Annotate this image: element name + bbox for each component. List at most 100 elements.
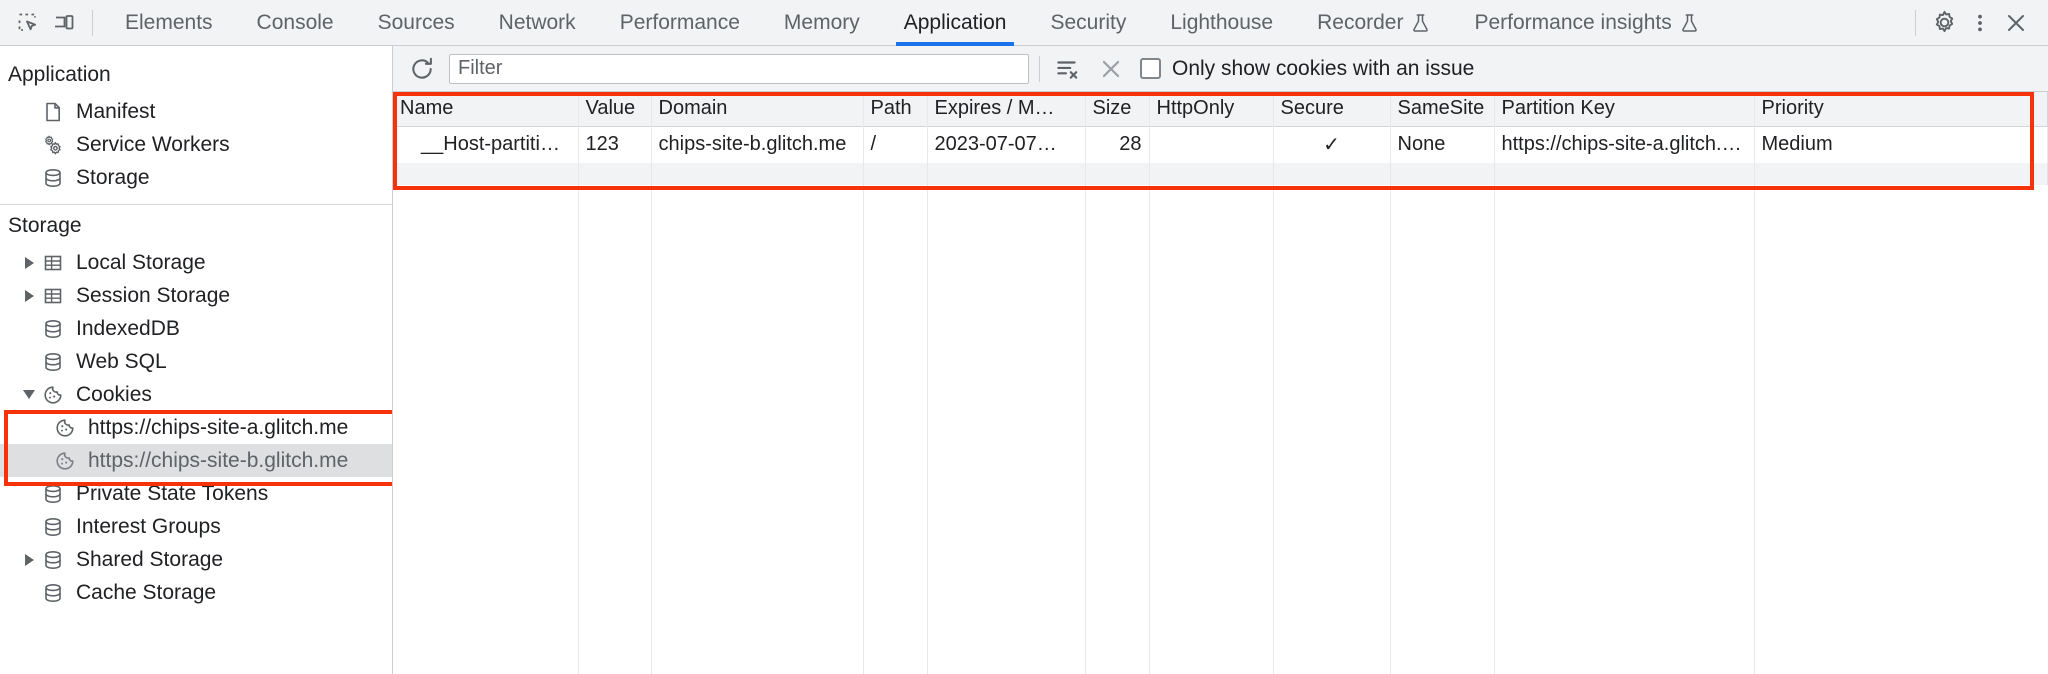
column-header-expires[interactable]: Expires / M… [927,92,1086,127]
flask-experiment-icon [1411,13,1430,33]
sidebar-item-manifest[interactable]: Manifest [0,95,392,128]
tab-elements[interactable]: Elements [103,0,235,46]
gears-icon [40,132,66,158]
filter-input[interactable] [449,53,1029,84]
chevron-right-icon[interactable] [20,256,38,269]
sidebar-item-label: Session Storage [76,284,231,307]
cell-size[interactable]: 28 [1085,126,1150,163]
cell-secure[interactable]: ✓ [1273,126,1391,163]
chevron-right-icon[interactable] [20,289,38,302]
gear-icon[interactable] [1926,6,1962,40]
cell-domain[interactable]: chips-site-b.glitch.me [651,126,864,163]
device-toolbar-icon[interactable] [46,6,82,40]
toolbar-divider [92,9,93,36]
document-icon [40,99,66,125]
tab-application[interactable]: Application [882,0,1029,46]
database-icon [40,481,66,507]
table-row[interactable]: __Host-partitioned-cookie 123 chips-site… [393,126,2048,163]
sidebar-section-application-title: Application [8,63,111,86]
clear-all-x-icon[interactable] [1094,53,1128,85]
column-header-secure[interactable]: Secure [1273,92,1391,127]
table-filler-row [393,163,2048,185]
column-header-value[interactable]: Value [578,92,652,127]
column-header-path[interactable]: Path [863,92,928,127]
chevron-down-icon[interactable] [20,390,38,399]
sidebar-item-label: Interest Groups [76,515,221,538]
tab-security[interactable]: Security [1028,0,1148,46]
sidebar-item-label: Cache Storage [76,581,217,604]
column-header-samesite[interactable]: SameSite [1390,92,1495,127]
application-sidebar: Application Manifest [0,46,393,674]
sidebar-item-label: Web SQL [76,350,167,373]
sidebar-item-cookie-origin-b[interactable]: https://chips-site-b.glitch.me [0,444,392,477]
cookies-panel: Only show cookies with an issue [393,46,2048,674]
sidebar-item-label: https://chips-site-a.glitch.me [88,416,349,439]
column-header-name[interactable]: Name [393,92,579,127]
tab-label: Console [256,11,334,34]
devtools-body: Application Manifest [0,46,2048,674]
database-icon [40,349,66,375]
cell-expires[interactable]: 2023-07-07… [927,126,1086,163]
cell-name[interactable]: __Host-partitioned-cookie [393,126,579,163]
sidebar-item-label: IndexedDB [76,317,180,340]
database-icon [40,514,66,540]
tab-performance[interactable]: Performance [598,0,762,46]
refresh-icon[interactable] [405,53,439,85]
sidebar-item-private-state-tokens[interactable]: Private State Tokens [0,477,392,510]
sidebar-item-label: Storage [76,166,150,189]
tab-network[interactable]: Network [477,0,598,46]
cell-priority[interactable]: Medium [1754,126,2048,163]
tab-label: Application [903,11,1007,34]
tab-performance-insights[interactable]: Performance insights [1452,0,1720,46]
column-header-domain[interactable]: Domain [651,92,864,127]
sidebar-item-session-storage[interactable]: Session Storage [0,279,392,312]
tab-lighthouse[interactable]: Lighthouse [1148,0,1295,46]
sidebar-item-cookie-origin-a[interactable]: https://chips-site-a.glitch.me [0,411,392,444]
tab-label: Sources [377,11,455,34]
cell-partition-key[interactable]: https://chips-site-a.glitch.me [1494,126,1755,163]
cell-samesite[interactable]: None [1390,126,1495,163]
cell-path[interactable]: / [863,126,928,163]
sidebar-item-storage[interactable]: Storage [0,161,392,194]
sidebar-item-label: Service Workers [76,133,230,156]
tab-sources[interactable]: Sources [356,0,477,46]
sidebar-item-web-sql[interactable]: Web SQL [0,345,392,378]
inspect-element-icon[interactable] [10,6,46,40]
table-icon [40,250,66,276]
cell-value[interactable]: 123 [578,126,652,163]
cookies-filter-toolbar: Only show cookies with an issue [393,46,2048,92]
sidebar-section-storage-title: Storage [8,214,82,237]
clear-filtered-icon[interactable] [1050,53,1084,85]
sidebar-item-indexeddb[interactable]: IndexedDB [0,312,392,345]
three-dot-menu-icon[interactable] [1962,6,1998,40]
column-header-httponly[interactable]: HttpOnly [1149,92,1274,127]
tab-label: Performance insights [1474,11,1672,34]
flask-experiment-icon [1680,13,1699,33]
close-icon[interactable] [1998,6,2034,40]
tab-memory[interactable]: Memory [762,0,882,46]
sidebar-item-local-storage[interactable]: Local Storage [0,246,392,279]
chevron-right-icon[interactable] [20,553,38,566]
column-header-size[interactable]: Size [1085,92,1150,127]
sidebar-item-interest-groups[interactable]: Interest Groups [0,510,392,543]
tab-recorder[interactable]: Recorder [1295,0,1452,46]
only-show-issue-cookies-toggle[interactable]: Only show cookies with an issue [1140,58,1474,79]
database-icon [40,165,66,191]
sidebar-item-shared-storage[interactable]: Shared Storage [0,543,392,576]
column-header-partition-key[interactable]: Partition Key [1494,92,1755,127]
toolbar-right-actions [1905,6,2040,40]
tab-console[interactable]: Console [235,0,356,46]
only-show-issue-checkbox[interactable] [1140,58,1161,79]
tab-label: Memory [783,11,860,34]
column-header-priority[interactable]: Priority [1754,92,2048,127]
sidebar-item-service-workers[interactable]: Service Workers [0,128,392,161]
sidebar-item-cookies[interactable]: Cookies [0,378,392,411]
sidebar-item-cache-storage[interactable]: Cache Storage [0,576,392,609]
devtools-main-toolbar: Elements Console Sources Network Perform… [0,0,2048,46]
sidebar-item-label: https://chips-site-b.glitch.me [88,449,349,472]
cookies-table: Name Value Domain Path Expires / M… Size… [393,92,2048,185]
cell-httponly[interactable] [1149,126,1274,163]
database-icon [40,316,66,342]
cookie-icon [52,448,78,474]
